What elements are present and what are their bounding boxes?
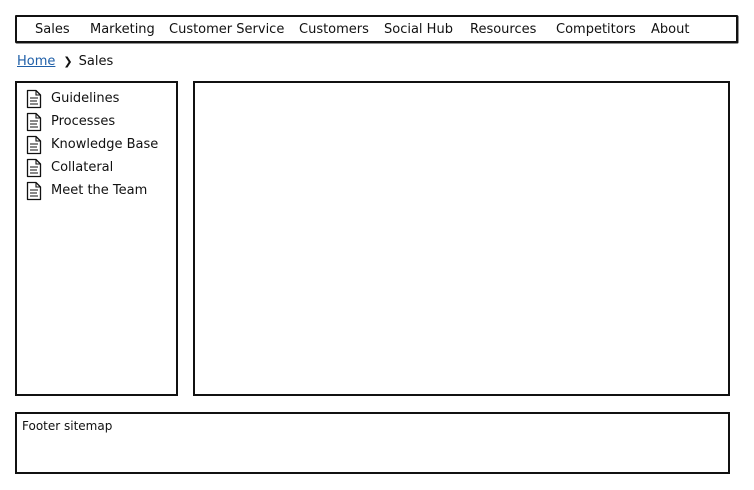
sidebar-item-meet-the-team[interactable]: Meet the Team	[26, 181, 147, 201]
sidebar-item-label: Collateral	[51, 160, 114, 175]
nav-item-marketing[interactable]: Marketing	[90, 22, 155, 37]
document-icon	[26, 181, 42, 201]
sidebar-item-processes[interactable]: Processes	[26, 112, 115, 132]
chevron-right-icon: ❯	[63, 55, 73, 68]
nav-item-customers[interactable]: Customers	[299, 22, 369, 37]
document-icon	[26, 158, 42, 178]
document-icon	[26, 135, 42, 155]
nav-item-sales[interactable]: Sales	[35, 22, 70, 37]
breadcrumb-current: Sales	[78, 54, 114, 69]
document-icon	[26, 112, 42, 132]
nav-item-about[interactable]: About	[651, 22, 690, 37]
nav-item-competitors[interactable]: Competitors	[556, 22, 636, 37]
nav-item-social-hub[interactable]: Social Hub	[384, 22, 453, 37]
breadcrumb-home-link[interactable]: Home	[17, 54, 56, 69]
footer-sitemap-label: Footer sitemap	[22, 419, 113, 433]
sidebar-item-label: Meet the Team	[51, 183, 148, 198]
sidebar-item-guidelines[interactable]: Guidelines	[26, 89, 119, 109]
breadcrumb: Home ❯ Sales	[17, 53, 113, 71]
nav-item-customer-service[interactable]: Customer Service	[169, 22, 285, 37]
sidebar-item-collateral[interactable]: Collateral	[26, 158, 113, 178]
main-content-area	[193, 81, 730, 396]
nav-item-resources[interactable]: Resources	[470, 22, 537, 37]
document-icon	[26, 89, 42, 109]
sidebar-item-label: Processes	[51, 114, 116, 129]
sidebar: Guidelines Processes Knowledge Base Coll…	[15, 81, 178, 396]
footer: Footer sitemap	[15, 412, 730, 474]
top-nav-bar: Sales Marketing Customer Service Custome…	[15, 15, 738, 43]
sidebar-item-knowledge-base[interactable]: Knowledge Base	[26, 135, 158, 155]
sidebar-item-label: Guidelines	[51, 91, 120, 106]
sidebar-item-label: Knowledge Base	[51, 137, 159, 152]
